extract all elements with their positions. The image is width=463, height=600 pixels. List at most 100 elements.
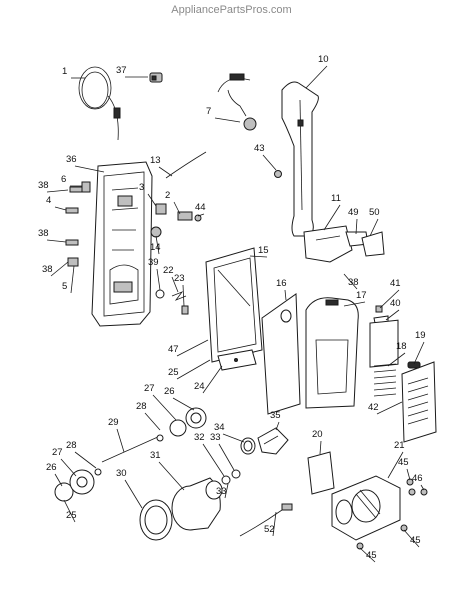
screw-43[interactable] — [274, 170, 282, 178]
callout-c38d[interactable]: 38 — [348, 277, 359, 288]
front-panel[interactable] — [261, 293, 301, 415]
callout-c4[interactable]: 4 — [46, 195, 51, 206]
cord-13[interactable] — [165, 151, 207, 179]
cord-clip[interactable] — [149, 72, 163, 83]
callout-c24[interactable]: 24 — [194, 381, 205, 392]
left-screws[interactable] — [65, 181, 91, 267]
callout-c27a[interactable]: 27 — [144, 383, 155, 394]
upper-handle[interactable] — [281, 81, 319, 237]
callout-c29[interactable]: 29 — [108, 417, 119, 428]
wire-52[interactable] — [239, 503, 293, 537]
leader-line-c49 — [355, 218, 358, 235]
callout-c45b[interactable]: 45 — [366, 550, 377, 561]
leader-line-c7 — [214, 117, 241, 123]
leader-line-c25a — [176, 359, 211, 380]
power-cord[interactable] — [78, 66, 121, 141]
callout-c50[interactable]: 50 — [369, 207, 380, 218]
callout-c34[interactable]: 34 — [214, 422, 225, 433]
callout-c45a[interactable]: 45 — [398, 457, 409, 468]
callout-c30[interactable]: 30 — [116, 468, 127, 479]
callout-c15[interactable]: 15 — [258, 245, 269, 256]
callout-c1[interactable]: 1 — [62, 66, 67, 77]
callout-c26b[interactable]: 26 — [46, 462, 57, 473]
callout-c42[interactable]: 42 — [368, 402, 379, 413]
callout-c23[interactable]: 23 — [174, 273, 185, 284]
callout-c35[interactable]: 35 — [270, 410, 281, 421]
callout-c3[interactable]: 3 — [139, 182, 144, 193]
callout-c28a[interactable]: 28 — [136, 401, 147, 412]
leader-line-c11 — [323, 204, 341, 231]
wheel-set-lower[interactable] — [54, 468, 102, 502]
callout-c40[interactable]: 40 — [390, 298, 401, 309]
callout-c16[interactable]: 16 — [276, 278, 287, 289]
motor-screws[interactable] — [356, 478, 428, 550]
callout-c49[interactable]: 49 — [348, 207, 359, 218]
leader-line-c23 — [182, 284, 185, 307]
cover-50[interactable] — [361, 231, 385, 257]
switch-parts[interactable] — [150, 203, 202, 238]
leader-line-c2 — [173, 201, 181, 215]
filter-18[interactable] — [369, 319, 399, 397]
callout-c38b[interactable]: 38 — [38, 228, 49, 239]
callout-c11[interactable]: 11 — [331, 193, 341, 204]
callout-c31[interactable]: 31 — [150, 450, 161, 461]
callout-c46[interactable]: 46 — [412, 473, 423, 484]
callout-c5[interactable]: 5 — [62, 281, 67, 292]
callout-c38c[interactable]: 38 — [42, 264, 53, 275]
callout-c26a[interactable]: 26 — [164, 386, 175, 397]
filter-frame[interactable] — [205, 247, 263, 363]
callout-c41[interactable]: 41 — [390, 278, 401, 289]
callout-c47[interactable]: 47 — [168, 344, 179, 355]
callout-c39[interactable]: 39 — [148, 257, 159, 268]
seal-34[interactable] — [240, 437, 256, 455]
callout-c43[interactable]: 43 — [254, 143, 265, 154]
callout-c25a[interactable]: 25 — [168, 367, 179, 378]
plate-24[interactable] — [217, 349, 257, 371]
leader-line-c36 — [74, 165, 105, 173]
rings-32-33[interactable] — [221, 469, 241, 485]
callout-c52[interactable]: 52 — [264, 524, 275, 535]
callout-c32[interactable]: 32 — [194, 432, 205, 443]
leader-line-c26b — [54, 473, 63, 487]
leader-line-c25b — [63, 499, 76, 523]
callout-c33b[interactable]: 33 — [216, 486, 227, 497]
callout-c21[interactable]: 21 — [394, 440, 405, 451]
wheel-set-upper[interactable] — [156, 407, 207, 442]
motor-assembly[interactable] — [331, 475, 401, 541]
rear-housing[interactable] — [91, 161, 153, 327]
callout-c22[interactable]: 22 — [163, 265, 174, 276]
fan-housing[interactable] — [171, 477, 223, 531]
callout-c7[interactable]: 7 — [206, 106, 211, 117]
wire-harness[interactable] — [217, 73, 257, 131]
plate-20[interactable] — [307, 451, 335, 495]
callout-c13[interactable]: 13 — [150, 155, 161, 166]
filter-grille[interactable] — [401, 361, 437, 443]
handle-grip-11[interactable] — [303, 225, 353, 263]
callout-c25b[interactable]: 25 — [66, 510, 77, 521]
front-cover[interactable] — [305, 297, 359, 409]
callout-c10[interactable]: 10 — [318, 54, 329, 65]
callout-c36[interactable]: 36 — [66, 154, 77, 165]
callout-c17[interactable]: 17 — [356, 290, 367, 301]
cap-35[interactable] — [257, 427, 289, 455]
callout-c45c[interactable]: 45 — [410, 535, 421, 546]
callout-c44[interactable]: 44 — [195, 202, 206, 213]
leader-line-c10 — [305, 65, 328, 89]
leader-line-c45c — [403, 529, 420, 548]
callout-c27b[interactable]: 27 — [52, 447, 63, 458]
callout-c14[interactable]: 14 — [150, 242, 161, 253]
leader-line-c16 — [284, 289, 287, 301]
axle-29[interactable] — [101, 435, 161, 463]
callout-c38a[interactable]: 38 — [38, 180, 49, 191]
callout-c6[interactable]: 6 — [61, 174, 66, 185]
callout-c20[interactable]: 20 — [312, 429, 323, 440]
callout-c37[interactable]: 37 — [116, 65, 127, 76]
callout-c28b[interactable]: 28 — [66, 440, 77, 451]
callout-c2[interactable]: 2 — [165, 190, 170, 201]
leader-line-c19 — [413, 341, 425, 365]
callout-c19[interactable]: 19 — [415, 330, 426, 341]
leader-line-c42 — [376, 401, 403, 415]
ring-30[interactable] — [139, 499, 173, 541]
callout-c33a[interactable]: 33 — [210, 432, 221, 443]
callout-c18[interactable]: 18 — [396, 341, 407, 352]
